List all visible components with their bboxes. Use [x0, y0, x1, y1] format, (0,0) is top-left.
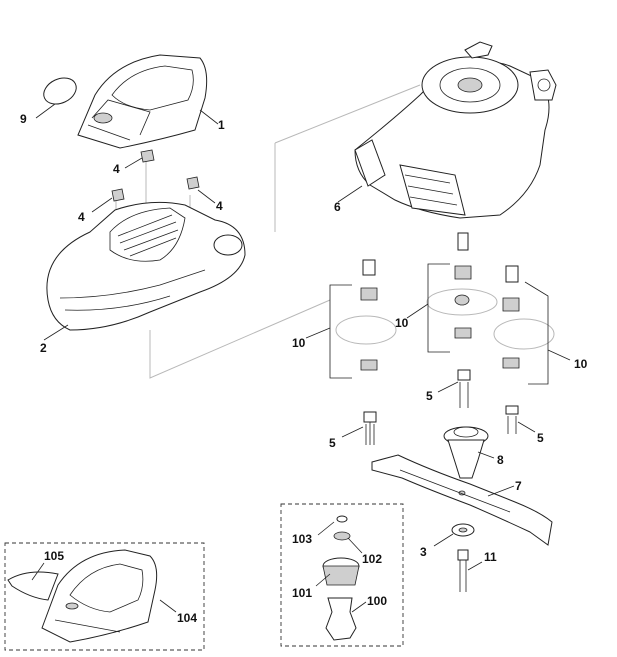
label-bolt-right: 5 — [537, 431, 544, 445]
label-kit-103: 103 — [292, 532, 312, 546]
label-kit-105: 105 — [44, 549, 64, 563]
label-washer: 3 — [420, 545, 427, 559]
label-blade-bolt: 11 — [484, 550, 497, 564]
nut-right-part: 4 — [186, 176, 223, 213]
washer-part: 3 — [420, 523, 475, 559]
badge-part: 9 — [20, 77, 77, 126]
blade-adapter-part: 8 — [443, 426, 504, 479]
spacer-left-group: 10 — [292, 259, 397, 379]
label-kit-102: 102 — [362, 552, 382, 566]
blade-bolt-part: 11 — [457, 549, 497, 592]
label-bolt-center: 5 — [426, 389, 433, 403]
label-kit-101: 101 — [292, 586, 312, 600]
label-badge: 9 — [20, 112, 27, 126]
adapter-kit-box: 103 102 101 100 — [280, 503, 404, 647]
label-main-cover: 2 — [40, 341, 47, 355]
label-spacer-right: 10 — [574, 357, 588, 371]
label-nut-top: 4 — [113, 162, 120, 176]
blade-part: 7 — [371, 454, 553, 546]
label-blade-adapter: 8 — [497, 453, 504, 467]
top-cover-part: 1 — [77, 54, 225, 149]
label-spacer-left: 10 — [292, 336, 306, 350]
spacer-right-group: 10 — [493, 265, 588, 385]
label-nut-right: 4 — [216, 199, 223, 213]
label-kit-100: 100 — [367, 594, 387, 608]
label-bolt-left: 5 — [329, 436, 336, 450]
label-engine: 6 — [334, 200, 341, 214]
label-blade: 7 — [515, 479, 522, 493]
nut-top-part: 4 — [113, 149, 155, 176]
bolt-left-part: 5 — [329, 411, 377, 450]
cover-kit-box: 105 104 — [4, 542, 205, 651]
bolt-right-part: 5 — [505, 405, 544, 445]
label-spacer-center: 10 — [395, 316, 409, 330]
bolt-center-part: 5 — [426, 369, 471, 408]
spacer-center-group: 10 — [395, 232, 498, 353]
main-cover-part: 2 — [40, 201, 246, 355]
nut-left-part: 4 — [78, 188, 125, 224]
engine-part: 6 — [334, 41, 557, 219]
label-kit-104: 104 — [177, 611, 197, 625]
label-nut-left: 4 — [78, 210, 85, 224]
label-top-cover: 1 — [218, 118, 225, 132]
